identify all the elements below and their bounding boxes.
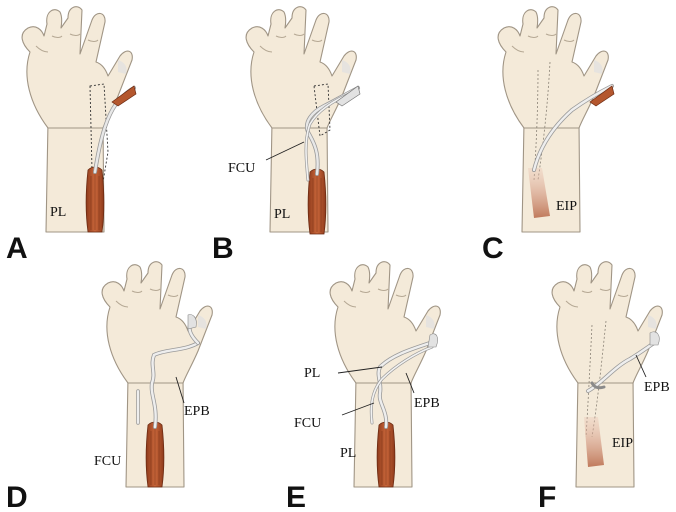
panel-a: PL A [6,7,136,265]
pl-label: PL [50,205,66,220]
panel-f: EPB EIP F [538,262,670,512]
fcu-label: FCU [294,416,321,431]
panel-letter-b: B [212,232,234,265]
panel-letter-f: F [538,481,556,512]
eip-label: EIP [556,199,577,214]
panel-letter-d: D [6,481,28,512]
pl-label: PL [304,366,320,381]
fcu-label: FCU [228,161,255,176]
eip-label: EIP [612,436,633,451]
panel-letter-a: A [6,232,28,265]
panel-d: EPB FCU D [6,262,212,512]
epb-label: EPB [414,396,440,411]
pl-label: PL [274,207,290,222]
fcu-label: FCU [94,454,121,469]
panel-letter-e: E [286,481,306,512]
panel-b: FCU PL B [212,7,360,265]
panel-e: PL EPB FCU PL E [286,262,440,512]
epb-label: EPB [644,380,670,395]
pl-label-2: PL [340,446,356,461]
panel-c: EIP C [482,7,614,265]
epb-label: EPB [184,404,210,419]
panel-letter-c: C [482,232,504,265]
